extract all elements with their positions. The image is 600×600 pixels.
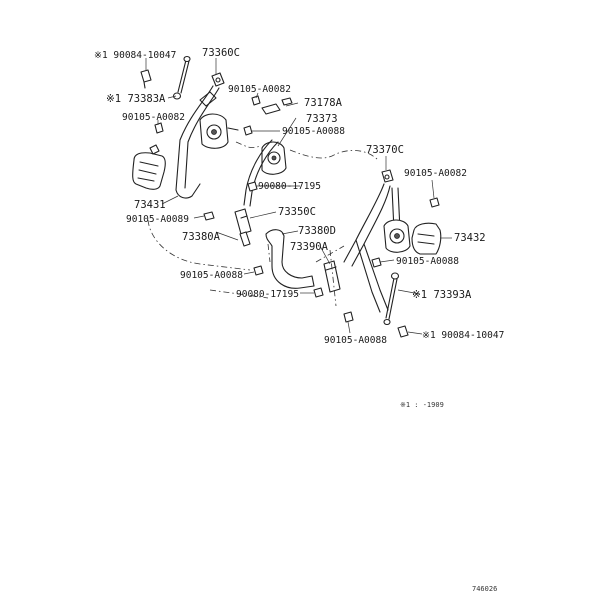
webbing-left [175,85,220,199]
label-90084-10047-top: ※1 90084-10047 [94,50,176,61]
anchor-73370C [381,169,394,183]
label-73373: 73373 [306,113,338,125]
label-73380D: 73380D [298,225,336,237]
label-90084-10047-bottom: ※1 90084-10047 [422,330,504,341]
bolt-90080-17195-lower [313,287,324,298]
label-90105-A0082-center: 90105-A0082 [228,84,291,95]
label-90105-A0088-top: 90105-A0088 [282,126,345,137]
label-90105-A0088-right: 90105-A0088 [396,256,459,267]
bolt-90105-A0089 [203,211,215,221]
label-90105-A0082-right: 90105-A0082 [404,168,467,179]
anchor-73360C [211,72,225,87]
leader-lines [145,58,452,335]
label-90105-A0088-center: 90105-A0088 [180,270,243,281]
label-73350C: 73350C [278,206,316,218]
bolt-90105-A0088-center [253,265,264,276]
bolt-90105-A0082-center [251,95,261,106]
retractor-73373 [261,141,287,175]
label-90105-A0082-left: 90105-A0082 [122,112,185,123]
figure-code: 746026 [472,585,497,593]
label-73432: 73432 [454,232,486,244]
label-73383A-top: ※1 73383A [106,93,166,105]
cover-73432 [411,222,442,255]
label-90080-17195-lower: 90080-17195 [236,289,299,300]
label-73178A: 73178A [304,97,343,109]
bolt-90105-A0088-bottom [343,311,354,323]
bolt-90105-A0082-right [429,197,440,208]
bolt-90105-A0088-right [371,257,382,268]
label-90080-17195-upper: 90080-17195 [258,181,321,192]
rod-73383A-top [172,55,191,100]
label-73380A: 73380A [182,231,221,243]
bolt-90105-A0082-left [154,122,164,134]
label-73370C: 73370C [366,144,404,156]
cover-73431 [132,144,166,190]
label-73393A: ※1 73393A [412,289,472,301]
label-73431: 73431 [134,199,166,211]
bolt-90105-A0088-center-top [243,125,253,136]
label-73390A: 73390A [290,241,329,253]
buckle-73390A [323,260,341,293]
webbing-center [243,139,279,207]
bracket-73178A [261,97,293,115]
strap-73380D [265,229,315,289]
rod-73393A [383,272,400,326]
center-belt-assembly [234,95,341,298]
outline-dashes [147,141,379,307]
left-belt-assembly [132,55,239,221]
label-90105-A0088-bottom: 90105-A0088 [324,335,387,346]
bolt-90080-17195-upper [247,181,258,192]
bolt-90084-top [140,69,152,89]
part-labels: ※1 90084-10047 73360C ※1 73383A 90105-A0… [94,47,504,593]
retractor-left [199,113,239,149]
label-73360C: 73360C [202,47,240,59]
label-90105-A0089: 90105-A0089 [126,214,189,225]
retractor-right [383,219,411,253]
buckle-73350C [234,208,252,247]
right-belt-assembly [343,169,442,338]
bolt-90084-bottom [397,325,409,338]
footnote-note: ※1 : -1909 [400,401,444,409]
